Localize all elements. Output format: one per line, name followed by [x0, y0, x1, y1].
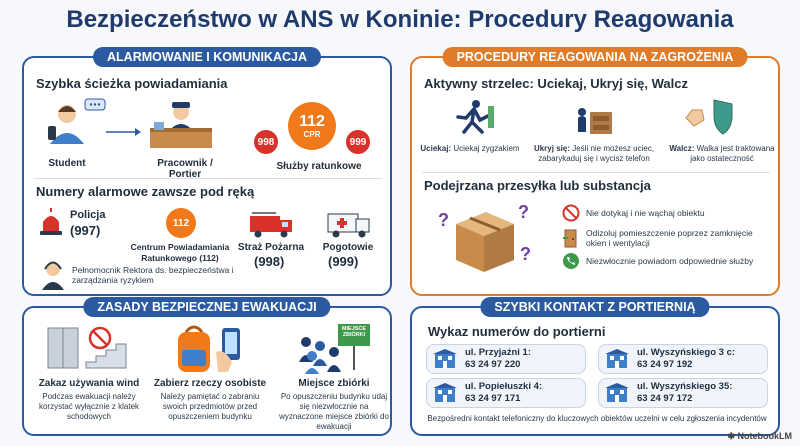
contact-1-address: ul. Przyjaźni 1: [465, 346, 531, 358]
evac-panel-title: ZASADY BEZPIECZNEJ EWAKUACJI [83, 297, 331, 317]
siren-icon [38, 208, 64, 241]
elevator-ban-icon [46, 324, 136, 377]
police-number: (997) [70, 223, 101, 238]
package-step-1: Nie dotykaj i nie wąchaj obiektu [586, 208, 705, 218]
fire-number: (998) [254, 254, 285, 269]
phone-icon [562, 252, 580, 275]
contact-note: Bezpośredni kontakt telefoniczny do kluc… [427, 414, 767, 423]
numbers-heading: Numery alarmowe zawsze pod ręką [36, 184, 255, 199]
contact-3-number[interactable]: 63 24 97 171 [465, 393, 521, 404]
alarm-panel: ALARMOWANIE I KOMUNIKACJA Szybka ścieżka… [22, 47, 392, 296]
student-icon [44, 100, 90, 151]
evac-1-title: Zakaz używania wind [38, 378, 140, 389]
cpr-text: CPR [303, 129, 321, 139]
evac-2-text: Należy pamiętać o zabraniu swoich przedm… [160, 392, 260, 421]
center-label: Centrum Powiadamiania Ratunkowego (112) [130, 242, 230, 263]
ambulance-number-badge: 999 [346, 130, 370, 154]
building-icon [605, 349, 629, 368]
student-label: Student [48, 158, 86, 169]
fast-path-heading: Szybka ścieżka powiadamiania [36, 76, 228, 91]
evac-3-title: Miejsce zbiórki [298, 378, 370, 389]
building-icon [605, 383, 629, 402]
package-heading: Podejrzana przesyłka lub substancja [424, 178, 651, 193]
threats-panel: PROCEDURY REAGOWANIA NA ZAGROŻENIA Aktyw… [410, 47, 780, 296]
worker-label: Pracownik / Portier [157, 158, 213, 180]
run-desc: Uciekaj zygzakiem [453, 144, 520, 153]
evac-1-text: Podczas ewakuacji należy korzystać wyłąc… [38, 392, 140, 421]
door-icon [562, 228, 580, 253]
fire-truck-icon [248, 208, 294, 243]
contact-4-number[interactable]: 63 24 97 172 [637, 393, 693, 404]
ambulance-icon [326, 208, 372, 243]
chat-bubble-icon [84, 98, 106, 119]
contact-2-number[interactable]: 63 24 97 192 [637, 359, 693, 370]
contact-panel-title: SZYBKI KONTAKT Z PORTIERNIĄ [480, 297, 710, 317]
svg-text:?: ? [520, 244, 531, 264]
contact-2-address: ul. Wyszyńskiego 3 c: [637, 346, 736, 358]
evac-3-text: Po opuszczeniu budynku udaj się niezwłoc… [279, 392, 389, 431]
run-bold: Uciekaj: [420, 144, 452, 153]
arrow-icon [106, 124, 142, 142]
rector-text: Pełnomocnik Rektora ds. bezpieczeństwa i… [72, 265, 234, 286]
contact-panel: SZYBKI KONTAKT Z PORTIERNIĄ Wykaz numeró… [410, 297, 780, 436]
hide-bold: Ukryj się: [533, 144, 570, 153]
fist-shield-icon [680, 96, 740, 141]
fire-label: Straż Pożarna [237, 242, 305, 253]
cpr-badge: 112 CPR [288, 102, 336, 150]
alarm-panel-title: ALARMOWANIE I KOMUNIKACJA [93, 47, 321, 67]
building-icon [433, 349, 457, 368]
divider [34, 178, 382, 179]
hide-text: Ukryj się: Jeśli nie możesz uciec, zabar… [530, 144, 658, 164]
divider [422, 172, 770, 173]
contact-1-number[interactable]: 63 24 97 220 [465, 359, 521, 370]
assembly-sign-text: MIEJSCE ZBIÓRKI [341, 326, 367, 339]
services-label: Służby ratunkowe [276, 161, 362, 172]
contact-3-address: ul. Popiełuszki 4: [465, 380, 543, 392]
phone-112-icon: 112 [166, 208, 196, 238]
contact-4-address: ul. Wyszyńskiego 35: [637, 380, 733, 392]
fight-text: Walcz: Walka jest traktowana jako ostate… [666, 144, 778, 164]
package-step-3: Niezwłocznie powiadom odpowiednie służby [586, 256, 754, 266]
cpr-number: 112 [299, 112, 325, 130]
contact-card-3: ul. Popiełuszki 4:63 24 97 171 [426, 378, 586, 408]
backpack-phone-icon [170, 322, 254, 379]
porter-desk-icon [146, 100, 216, 155]
headset-person-icon [38, 258, 68, 295]
assembly-point-icon [294, 322, 374, 379]
shooter-heading: Aktywny strzelec: Uciekaj, Ukryj się, Wa… [424, 76, 688, 91]
svg-text:?: ? [438, 210, 449, 230]
contact-card-2: ul. Wyszyńskiego 3 c:63 24 97 192 [598, 344, 768, 374]
contact-card-1: ul. Przyjaźni 1:63 24 97 220 [426, 344, 586, 374]
running-person-icon [452, 98, 496, 141]
fire-number-badge: 998 [254, 130, 278, 154]
fight-desc: Walka jest traktowana jako ostateczność [690, 144, 775, 163]
brand-icon: ✱ [727, 431, 735, 441]
hide-desc: Jeśli nie możesz uciec, zabarykaduj się … [538, 144, 655, 163]
package-step-2: Odizoluj pomieszczenie poprzez zamknięci… [586, 228, 753, 249]
contact-list-heading: Wykaz numerów do portierni [428, 324, 606, 339]
threats-panel-title: PROCEDURY REAGOWANIA NA ZAGROŻENIA [442, 47, 748, 67]
ambulance-label: Pogotowie [322, 242, 374, 253]
page-title: Bezpieczeństwo w ANS w Koninie: Procedur… [66, 6, 734, 33]
ambulance-number: (999) [328, 254, 359, 269]
police-label: Policja [70, 209, 106, 221]
building-icon [433, 383, 457, 402]
evac-2-title: Zabierz rzeczy osobiste [153, 378, 267, 389]
package-icon: ? ? ? [434, 198, 534, 283]
brand-logo: ✱ NotebookLM [727, 431, 792, 442]
brand-text: NotebookLM [737, 431, 793, 441]
evac-panel: ZASADY BEZPIECZNEJ EWAKUACJI Zakaz używa… [22, 297, 392, 436]
svg-text:?: ? [518, 202, 529, 222]
no-touch-icon [562, 204, 580, 227]
contact-card-4: ul. Wyszyńskiego 35:63 24 97 172 [598, 378, 768, 408]
hiding-person-icon [572, 98, 616, 141]
run-text: Uciekaj: Uciekaj zygzakiem [420, 144, 520, 154]
fight-bold: Walcz: [669, 144, 695, 153]
